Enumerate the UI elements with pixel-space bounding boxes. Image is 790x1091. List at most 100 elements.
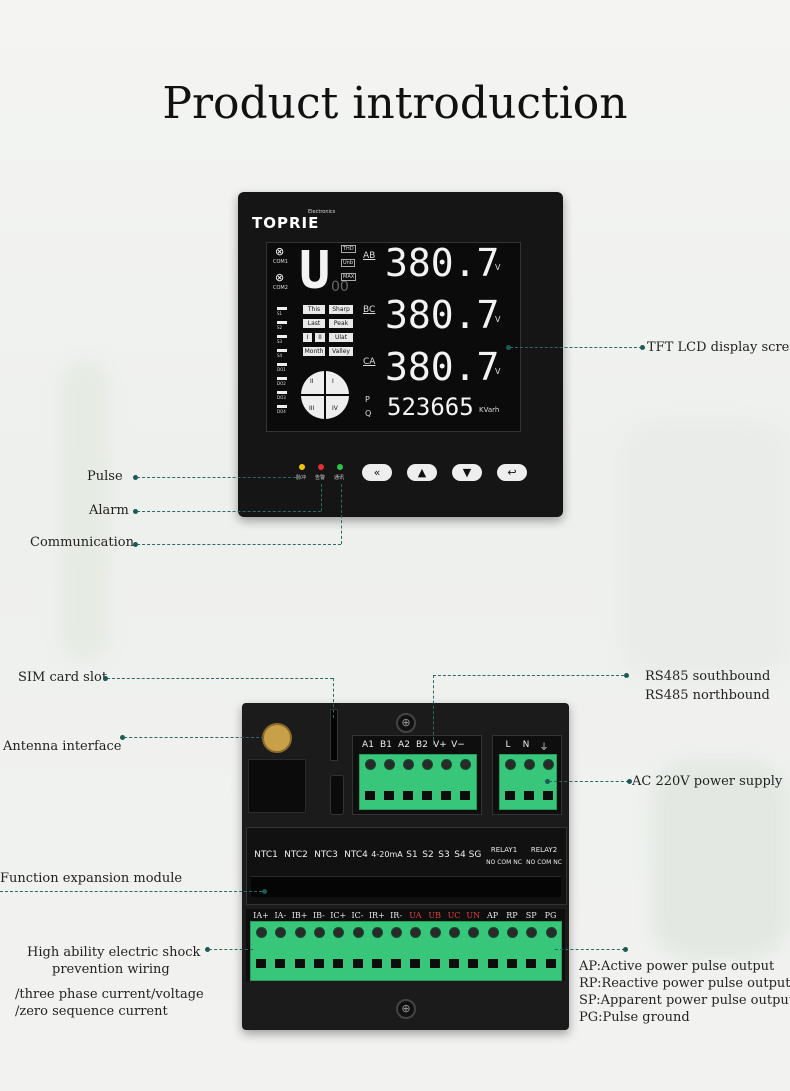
tag-thd: THD — [341, 245, 356, 253]
antenna-connector-icon[interactable] — [262, 723, 292, 753]
bar-2-label: S2 — [277, 325, 283, 330]
page-title: Product introduction — [162, 78, 628, 129]
terminal-screw — [429, 927, 441, 938]
zero-seq-callout: /zero sequence current — [15, 1004, 168, 1019]
terminal-hole — [333, 959, 344, 968]
terminal-screw — [487, 927, 499, 938]
terminal-label-pg: PG — [544, 911, 557, 920]
shock-callout-2: prevention wiring — [52, 962, 170, 977]
terminal-label-rp: RP — [506, 911, 518, 920]
power-ground-label: ⏚ — [539, 743, 549, 753]
terminal-hole — [545, 959, 556, 968]
function-expansion-module: NTC1 NTC2 NTC3 NTC4 4-20mA S1 S2 S3 S4 S… — [246, 827, 567, 905]
alarm-led — [318, 464, 324, 470]
quadrant-ii: II — [310, 378, 314, 385]
rs485-north-callout: RS485 northbound — [645, 688, 770, 703]
pulse-out-line — [555, 949, 625, 950]
row-ab-value: 380.7 — [385, 241, 500, 285]
function-line — [0, 891, 262, 892]
relay2-label: RELAY2 — [530, 846, 558, 854]
pulse-callout: Pulse — [87, 469, 123, 484]
ac-start-dot — [545, 779, 550, 784]
bar-5 — [277, 363, 287, 366]
s1-label: S1 — [406, 850, 418, 860]
comm-dot — [133, 542, 138, 547]
terminal-hole — [352, 959, 363, 968]
rs485-terminal-block[interactable] — [359, 754, 477, 810]
bar-3 — [277, 335, 287, 338]
ntc2-label: NTC2 — [284, 850, 308, 860]
box-valley: Valley — [329, 347, 353, 356]
top-screw-icon: ⊕ — [396, 713, 416, 733]
sim-card-slot[interactable] — [330, 709, 338, 761]
pulse-dot — [133, 475, 138, 480]
rs485-dot — [624, 673, 629, 678]
power-vplus-label: V+ — [433, 740, 447, 750]
down-button[interactable]: ▼ — [452, 464, 482, 481]
expansion-terminal-strip[interactable] — [251, 876, 561, 897]
terminal-hole — [384, 791, 394, 800]
tag-unb: Unb — [341, 259, 356, 267]
comm-led-label: 通讯 — [334, 475, 345, 481]
shock-line — [209, 949, 253, 950]
tag-max: MAX — [341, 273, 357, 281]
terminal-hole — [313, 959, 324, 968]
rs485-line — [433, 675, 624, 676]
sim-dot — [103, 676, 108, 681]
bg-shelf — [650, 760, 790, 960]
terminal-hole — [468, 959, 479, 968]
three-phase-callout: /three phase current/voltage — [15, 987, 204, 1002]
box-month: Month — [303, 347, 325, 356]
bottom-screw-icon: ⊕ — [396, 999, 416, 1019]
terminal-label-ir: IR- — [390, 911, 403, 920]
terminal-hole — [429, 959, 440, 968]
bar-7-label: DO3 — [277, 395, 286, 400]
power-block: L N ⏚ — [492, 735, 562, 815]
sp-callout: SP:Apparent power pulse output — [579, 993, 790, 1008]
ac-dot — [627, 779, 632, 784]
terminal-screw — [371, 927, 383, 938]
up-button[interactable]: ▲ — [407, 464, 437, 481]
terminal-screw — [256, 927, 267, 938]
terminal-hole — [256, 959, 266, 968]
bar-6 — [277, 377, 287, 380]
bar-6-label: DO2 — [277, 381, 286, 386]
pulse-led — [299, 464, 305, 470]
terminal-label-ub: UB — [428, 911, 441, 920]
enter-button[interactable]: ↩ — [497, 464, 527, 481]
alarm-vline — [321, 484, 322, 511]
communication-callout: Communication — [30, 535, 134, 550]
terminal-hole — [371, 959, 382, 968]
alarm-callout: Alarm — [89, 503, 129, 518]
terminal-label-sp: SP — [525, 911, 537, 920]
terminal-screw — [275, 927, 287, 938]
alarm-led-label: 告警 — [315, 475, 326, 481]
s2-label: S2 — [422, 850, 434, 860]
dim-digits: 00 — [331, 279, 349, 295]
brand-logo: TOPRIE — [252, 214, 320, 232]
quadrant-iii: III — [309, 405, 315, 412]
shock-dot — [205, 947, 210, 952]
terminal-hole — [487, 959, 498, 968]
p-label: P — [365, 395, 370, 404]
terminal-hole — [441, 791, 451, 800]
terminal-hole — [391, 959, 402, 968]
box-last: Last — [303, 319, 325, 328]
antenna-callout: Antenna interface — [3, 739, 122, 754]
terminal-hole — [410, 959, 421, 968]
analog-4-20ma-label: 4-20mA — [371, 850, 403, 859]
antenna-line — [124, 737, 264, 738]
usb-port[interactable] — [330, 775, 344, 815]
shock-callout-1: High ability electric shock — [27, 945, 201, 960]
box-i: I — [303, 333, 312, 342]
tft-callout: TFT LCD display screen — [647, 340, 790, 355]
terminal-label-un: UN — [466, 911, 481, 920]
function-dot — [262, 889, 267, 894]
power-l-label: L — [505, 740, 511, 750]
energy-unit: KVarh — [479, 406, 500, 414]
terminal-hole — [506, 959, 517, 968]
box-sharp: Sharp — [329, 305, 353, 314]
terminal-hole — [294, 959, 305, 968]
pulse-line — [137, 477, 301, 478]
back-button[interactable]: « — [362, 464, 392, 481]
